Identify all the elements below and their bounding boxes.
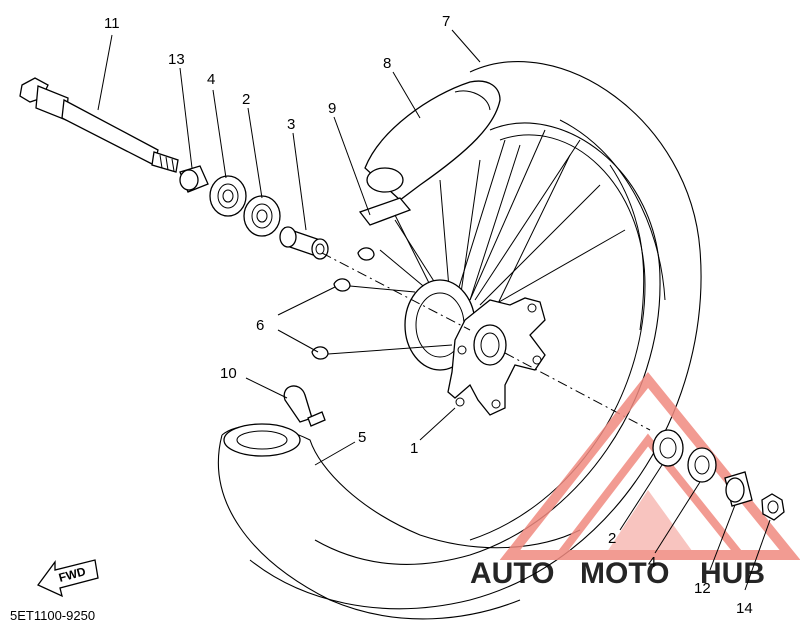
callout-2: 2 [242,91,250,108]
callout-4: 4 [207,71,215,88]
spacer [279,226,329,260]
axle [19,77,179,173]
bearing-right-outer [687,447,717,483]
callout-11: 11 [104,15,120,32]
watermark-text-auto: AUTO [470,557,554,590]
bearing-right-side [652,429,684,467]
callout-14: 14 [736,600,753,617]
collar-right [724,471,753,507]
bearing-right [243,195,281,237]
callout-10: 10 [220,365,237,382]
axle-nut [761,493,785,521]
part-code: 5ET1100-9250 [10,608,96,623]
axle-centerline [321,252,651,431]
callout-6: 6 [256,317,264,334]
watermark-text-hub: HUB [700,557,765,590]
fwd-arrow: FWD [37,559,99,598]
rivets [311,247,453,360]
callout-3: 3 [287,116,295,133]
callout-13: 13 [168,51,185,68]
callouts: 11 13 4 2 3 9 8 7 6 10 5 1 2 4 12 14 [104,13,753,617]
hub [404,279,546,416]
fwd-label: FWD [57,564,87,585]
leader-lines [97,29,771,591]
bearing-left [209,175,247,217]
watermark-logo: AUTO MOTO HUB [470,371,800,590]
callout-5: 5 [358,429,366,446]
callout-7: 7 [442,13,450,30]
callout-4-right: 4 [648,554,656,571]
callout-8: 8 [383,55,391,72]
callout-9: 9 [328,100,336,117]
callout-12: 12 [694,580,711,597]
rim-lock [358,197,412,226]
tube-valve [283,385,326,427]
spokes [379,129,626,331]
collar [179,165,209,193]
callout-2-right: 2 [608,530,616,547]
watermark-text-moto: MOTO [580,557,669,590]
rim-band [364,80,501,201]
callout-1: 1 [410,440,418,457]
tire [217,423,581,620]
